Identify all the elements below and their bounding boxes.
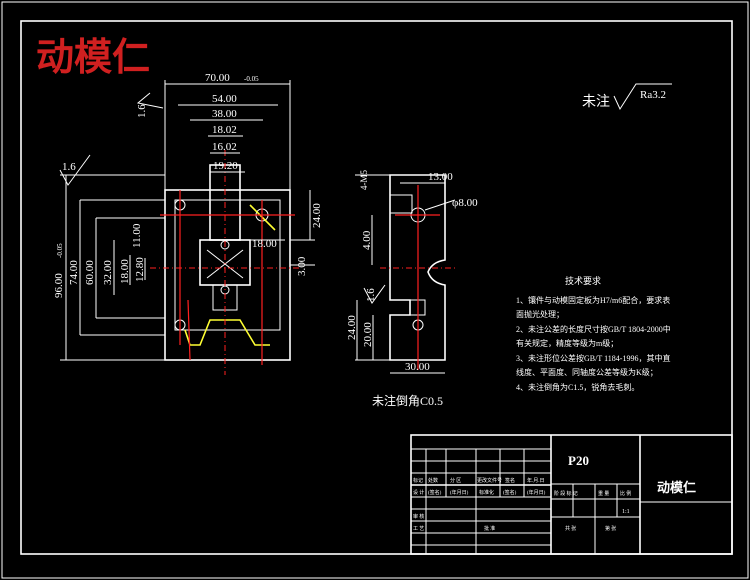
tb-review: 审 核 [413,513,424,520]
tb-row2-a: 设 计 [413,489,424,496]
tb-row1-a: 标记 [413,477,423,484]
tb-sheet-no: 第 张 [605,525,616,532]
tech-item-3: 3、未注形位公差按GB/T 1184-1996，其中直 [516,353,670,363]
dim-3: 3.00 [296,256,308,276]
dim-20: 20.00 [362,322,374,347]
tech-item-1b: 面抛光处理； [516,309,564,319]
tb-row2-f: (年月日) [527,489,546,496]
dim-24: 24.00 [311,203,323,228]
dim-4: 4.00 [361,230,373,250]
dim-18: 18.00 [119,259,131,284]
tb-row2-d: 标准化 [479,489,494,496]
tb-total-sheets: 共 张 [565,525,576,532]
tb-row2-c: (年月日) [450,489,469,496]
dim-38: 38.00 [212,108,237,120]
tb-row2-e: (签名) [503,489,517,496]
tech-heading: 技术要求 [565,275,601,286]
title-block-frame [410,434,733,555]
tb-row1-b: 处数 [428,477,438,484]
dim-18-00: 18.00 [252,238,277,250]
title-block: P20 动模仁 1:1 标记 处数 分 区 更改文件号 签名 年.月.日 设 计… [410,434,733,555]
roughness-symbol-left [59,154,91,186]
tb-part-name: 动模仁 [657,480,696,495]
roughness-left-value: 1.6 [62,161,76,173]
tb-process: 工 艺 [413,526,424,532]
dim-96-tol: -0.05 [56,243,64,258]
dim-54: 54.00 [212,93,237,105]
tech-item-4: 4、未注倒角为C1.5，锐角去毛刺。 [516,382,639,392]
tb-row1-e: 签名 [505,477,515,484]
roughness-symbol-side [363,284,386,304]
front-outline [164,189,291,361]
roughness-side-value: 1.6 [365,288,377,302]
tb-approve: 批 准 [484,525,495,532]
tech-item-2b: 有关规定，精度等级为m级； [516,338,618,348]
tech-item-3b: 线度、平面度、同轴度公差等级为K级； [516,367,658,377]
roughness-top-value: 1.6 [136,104,148,118]
dim-18-02: 18.02 [212,124,237,136]
roughness-symbol-top [136,92,164,109]
leader-hole [424,199,456,211]
dim-24-side: 24.00 [346,315,358,340]
surface-note-roughness: Ra3.2 [640,89,666,101]
tb-row2-b: (签名) [428,489,442,496]
dim-60: 60.00 [84,260,96,285]
front-view: 70.00 -0.05 54.00 38.00 18.02 16.02 19.2… [53,72,323,375]
dim-30: 30.00 [405,361,430,373]
chamfer-note: 未注倒角C0.5 [372,393,443,408]
dim-32: 32.00 [102,260,114,285]
front-yellow-profile [184,319,270,346]
tech-item-2: 2、未注公差的长度尺寸按GB/T 1804-2000中 [516,324,671,334]
side-pocket [389,194,413,214]
tb-stage: 阶 段 标 记 [554,490,578,497]
dim-19-20: 19.20 [213,160,238,172]
tb-row1-c: 分 区 [450,477,461,484]
tb-scale: 1:1 [622,509,630,515]
dim-hole: φ8.00 [452,197,478,209]
dim-70: 70.00 [205,72,230,84]
tb-row1-f: 年.月.日 [527,477,545,484]
dim-74: 74.00 [68,260,80,285]
dim-96: 96.00 [53,273,65,298]
inner-frame [20,20,733,555]
tb-weight: 重 量 [598,490,609,497]
red-v3 [187,299,191,361]
dim-70-tol: -0.05 [244,75,259,83]
tb-row1-d: 更改文件号 [477,477,502,484]
front-inner-step [174,199,281,331]
tech-item-1: 1、镶件与动模固定板为H7/m6配合，要求表 [516,295,670,305]
surface-note-symbol [613,83,672,111]
tb-material: P20 [568,453,589,468]
dim-16-02: 16.02 [212,141,237,153]
tech-requirements: 技术要求 1、镶件与动模固定板为H7/m6配合，要求表 面抛光处理； 2、未注公… [516,275,671,392]
side-section [389,174,446,361]
tb-ratio: 比 例 [620,490,631,497]
side-view: 13.00 φ8.00 4-M5 4.00 24.00 20.00 30.00 … [346,170,478,374]
dim-12-80: 12.80 [134,257,146,282]
dim-thread: 4-M5 [359,170,369,190]
dim-13: 13.00 [428,171,453,183]
watermark-title: 动模仁 [36,34,150,79]
surface-note-label: 未注 [582,94,610,110]
dim-11: 11.00 [131,223,143,248]
